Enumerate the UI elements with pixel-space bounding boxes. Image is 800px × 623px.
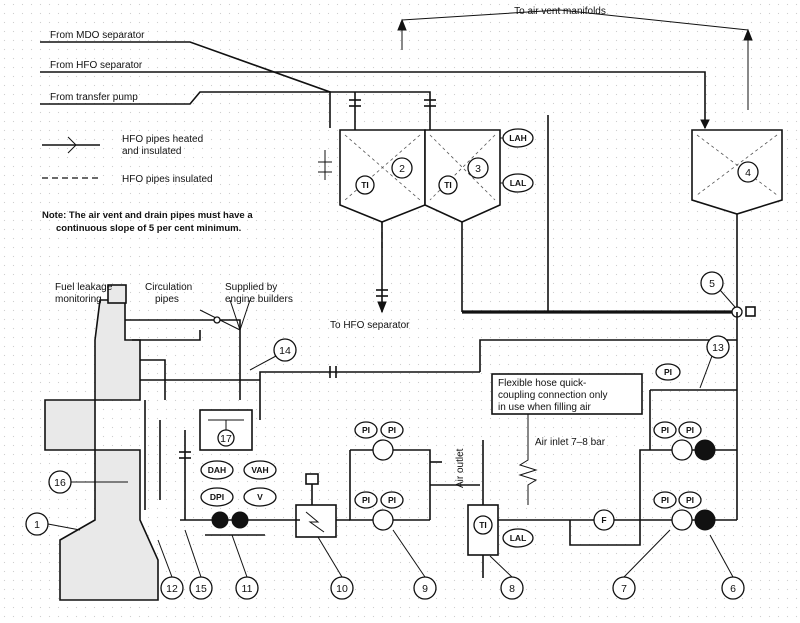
callout-10	[317, 536, 354, 600]
tank-drains	[318, 115, 738, 314]
dah-label: DAH	[208, 465, 226, 475]
to-hfo-separator-label: To HFO separator	[330, 320, 410, 331]
vent-tank-lal: LAL	[510, 533, 527, 543]
callout-6	[709, 534, 745, 600]
tank-3-number: 3	[475, 163, 481, 175]
tank-2-number: 2	[399, 163, 405, 175]
transfer-pump-line	[40, 91, 436, 130]
callout-5-label: 5	[709, 278, 715, 290]
flex-hose-label-3: in use when filling air	[498, 402, 591, 413]
tank-4	[691, 129, 783, 215]
from-hfo-label: From HFO separator	[50, 60, 143, 71]
venting-tank-8	[467, 440, 640, 578]
from-transfer-label: From transfer pump	[50, 92, 138, 103]
callout-5	[700, 271, 736, 308]
callout-1	[25, 512, 81, 536]
tank-2-ti: TI	[361, 180, 369, 190]
callout-12-label: 12	[166, 583, 178, 595]
tank-4-number: 4	[745, 167, 751, 179]
callout-16	[249, 338, 297, 371]
callout-10-label: 10	[336, 583, 348, 595]
callout-9-label: 9	[422, 583, 428, 595]
callout-9	[392, 529, 437, 600]
legend-heated-label-2: and insulated	[122, 146, 182, 157]
circulation-label-2: pipes	[155, 294, 179, 305]
pi-9a-2: PI	[388, 425, 396, 435]
from-mdo-label: From MDO separator	[50, 30, 145, 41]
filter-f-label: F	[601, 515, 606, 525]
dpi-label: DPI	[210, 492, 224, 502]
v-label: V	[257, 492, 263, 502]
callout-12	[157, 539, 184, 600]
callout-8	[489, 555, 524, 600]
air-inlet-label: Air inlet 7–8 bar	[535, 437, 606, 448]
tank-2	[339, 129, 426, 223]
heater-10	[295, 473, 350, 538]
pi-13: PI	[664, 367, 672, 377]
mdo-separator-line	[40, 41, 331, 128]
flex-hose-label-1: Flexible hose quick-	[498, 378, 586, 389]
supplied-by-engine-builders	[199, 299, 251, 400]
tank-3	[424, 129, 501, 223]
vent-tank-ti: TI	[479, 520, 487, 530]
pi-7a-1: PI	[661, 425, 669, 435]
pi-9b-1: PI	[362, 495, 370, 505]
pi-7a-2: PI	[686, 425, 694, 435]
vent-lines	[397, 9, 753, 110]
unit-17-label: 17	[220, 433, 232, 445]
callout-11-label: 11	[242, 583, 253, 595]
return-trunk	[259, 306, 756, 520]
tank-3-ti: TI	[444, 180, 452, 190]
fuel-leakage-label-2: monitoring	[55, 294, 102, 305]
unit-17	[199, 409, 253, 451]
callout-1-label: 1	[34, 519, 40, 531]
tank-3-alarms	[500, 128, 534, 193]
callout-7-label: 7	[621, 583, 627, 595]
filter-11	[179, 430, 300, 536]
callout-7	[612, 529, 671, 600]
note-line-2: continuous slope of 5 per cent minimum.	[56, 223, 241, 234]
note-line-1: Note: The air vent and drain pipes must …	[42, 210, 253, 221]
legend-heated-label-1: HFO pipes heated	[122, 134, 203, 145]
lah-label: LAH	[509, 133, 526, 143]
callout-15-label: 16	[54, 477, 66, 489]
air-outlet-label: Air outlet	[455, 448, 466, 488]
fine-filter	[569, 509, 641, 546]
callout-14	[184, 529, 213, 600]
callout-15	[48, 470, 128, 494]
pi-9b-2: PI	[388, 495, 396, 505]
callout-11	[231, 534, 259, 600]
circulation-label-1: Circulation	[145, 282, 192, 293]
fuel-leakage-label-1: Fuel leakage	[55, 282, 113, 293]
vah-label: VAH	[251, 465, 268, 475]
supplied-label-1: Supplied by	[225, 282, 277, 293]
callout-6-label: 6	[730, 583, 736, 595]
flex-hose-label-2: coupling connection only	[498, 390, 608, 401]
callout-13	[699, 335, 730, 389]
callout-16-label: 14	[279, 345, 291, 357]
circulating-pumps	[639, 363, 737, 531]
pi-9a-1: PI	[362, 425, 370, 435]
pi-7b-2: PI	[686, 495, 694, 505]
lal-label: LAL	[510, 178, 527, 188]
booster-pumps-9	[349, 421, 480, 531]
callout-13-label: 13	[712, 342, 724, 354]
callout-14-label: 15	[195, 583, 207, 595]
callout-8-label: 8	[509, 583, 515, 595]
hfo-separator-line	[40, 71, 710, 130]
legend-heated-symbol	[42, 136, 100, 154]
flex-hose-box	[491, 373, 643, 415]
legend-insulated-label: HFO pipes insulated	[122, 174, 213, 185]
air-vent-label: To air vent manifolds	[514, 6, 606, 17]
supplied-label-2: engine builders	[225, 294, 293, 305]
air-inlet	[518, 414, 538, 505]
pi-7b-1: PI	[661, 495, 669, 505]
